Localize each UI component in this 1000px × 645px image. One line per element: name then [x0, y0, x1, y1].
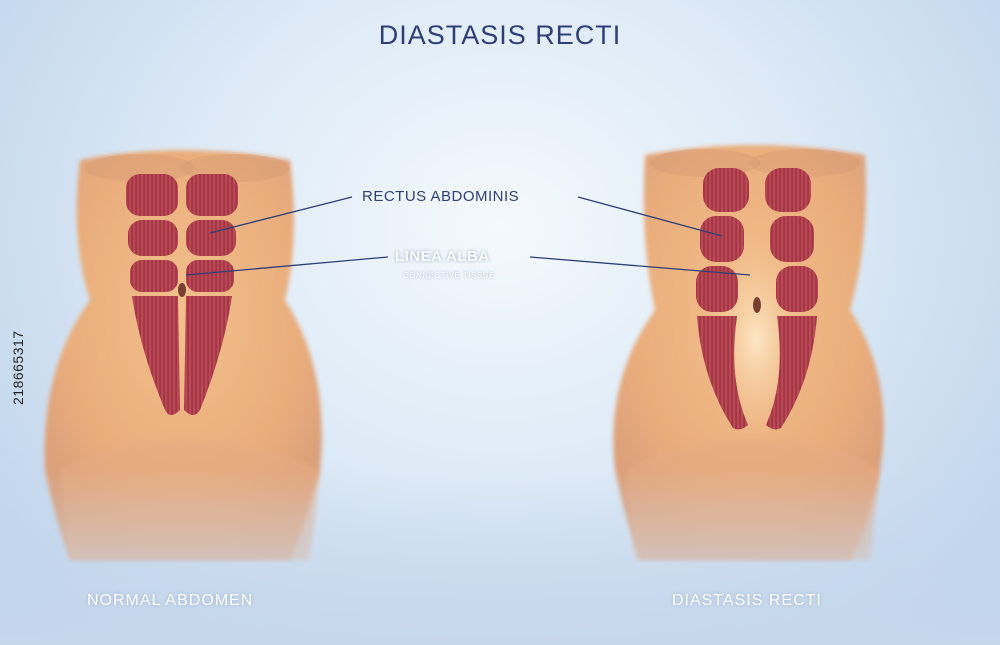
muscle-block	[128, 220, 178, 256]
stock-id-text: 218665317	[10, 330, 26, 405]
muscle-block	[703, 168, 749, 212]
rectus-leader-right	[577, 196, 723, 237]
muscle-lower-right	[766, 316, 817, 430]
muscle-block	[770, 216, 814, 262]
muscle-block	[776, 266, 818, 312]
connective-tissue-label: CONNECTIVE TISSUE	[403, 271, 495, 280]
linea-alba-label: LINEA ALBA	[395, 248, 490, 265]
leader-lines	[185, 196, 751, 276]
muscle-lower-left	[132, 296, 180, 415]
linea-alba-leader-left	[185, 256, 389, 276]
linea-alba-leader-right	[529, 256, 751, 276]
normal-abdomen-caption: NORMAL ABDOMEN	[87, 592, 254, 609]
rectus-leader-left	[209, 196, 353, 234]
muscle-block	[765, 168, 811, 212]
normal-navel	[178, 283, 186, 297]
normal-rectus-muscle	[126, 174, 238, 415]
muscle-block	[186, 174, 238, 216]
diastasis-recti-caption: DIASTASIS RECTI	[672, 592, 822, 609]
muscle-lower-left	[697, 316, 748, 430]
diastasis-navel	[753, 297, 761, 313]
diastasis-rectus-muscle	[696, 168, 818, 430]
muscle-block	[700, 216, 744, 262]
rectus-abdominis-label: RECTUS ABDOMINIS	[362, 188, 520, 205]
bottom-fade	[0, 470, 1000, 645]
muscle-block	[186, 220, 236, 256]
diastasis-torso	[613, 145, 884, 560]
muscle-lower-right	[184, 296, 232, 415]
diagram-title: DIASTASIS RECTI	[378, 20, 622, 50]
muscle-block	[126, 174, 178, 216]
muscle-block	[696, 266, 738, 312]
muscle-block	[130, 260, 178, 292]
muscle-block	[186, 260, 234, 292]
